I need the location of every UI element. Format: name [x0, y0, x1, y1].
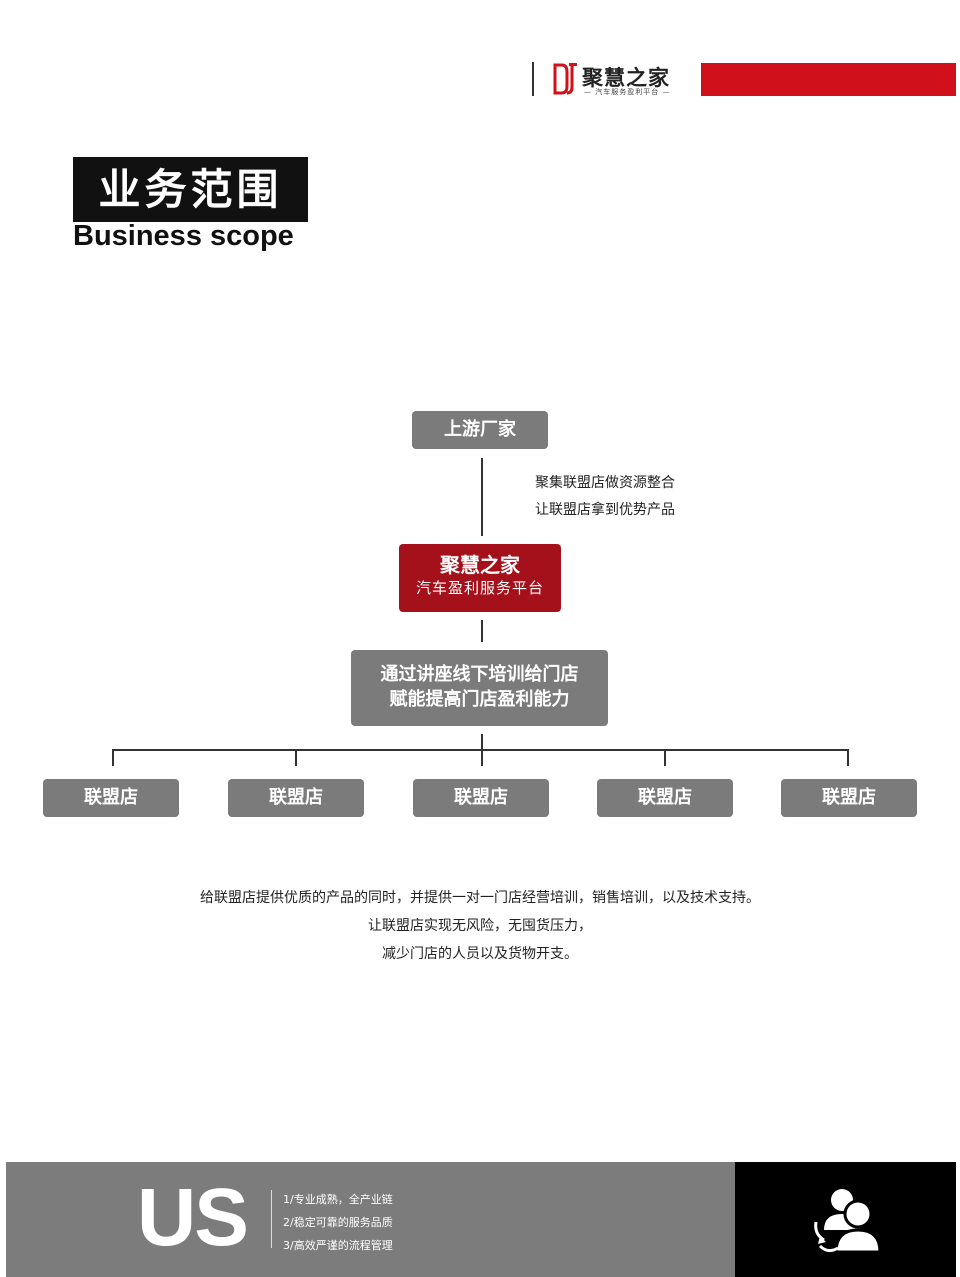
platform-node: 聚慧之家 汽车盈利服务平台 — [399, 544, 561, 612]
section-title-en: Business scope — [73, 220, 294, 252]
connector-middle — [481, 620, 483, 642]
footer-item: 3/高效严谨的流程管理 — [283, 1239, 393, 1252]
footer-gray-panel — [6, 1162, 735, 1277]
header-divider — [532, 62, 534, 96]
platform-title: 聚慧之家 — [440, 553, 520, 577]
note-line: 聚集联盟店做资源整合 — [535, 475, 675, 491]
platform-subtitle: 汽车盈利服务平台 — [415, 579, 544, 597]
connector-drop — [295, 749, 297, 766]
footer-item: 2/稳定可靠的服务品质 — [283, 1216, 393, 1229]
connector-down — [481, 734, 483, 750]
training-node: 通过讲座线下培训给门店 赋能提高门店盈利能力 — [351, 650, 608, 726]
connector-drop — [481, 749, 483, 766]
section-title-cn: 业务范围 — [98, 165, 283, 214]
store-node: 联盟店 — [43, 779, 179, 817]
connector-drop — [664, 749, 666, 766]
store-node: 联盟店 — [781, 779, 917, 817]
footer-us-text: US — [137, 1172, 249, 1263]
training-line: 通过讲座线下培训给门店 — [380, 664, 579, 685]
title-background — [73, 157, 308, 222]
store-node: 联盟店 — [597, 779, 733, 817]
brand-name: 聚慧之家 — [582, 66, 670, 90]
footer-separator — [271, 1190, 272, 1248]
description-line: 给联盟店提供优质的产品的同时，并提供一对一门店经营培训，销售培训，以及技术支持。 — [200, 890, 760, 906]
connector-drop — [847, 749, 849, 766]
brand-subtitle: — 汽车服务盈利平台 — — [584, 88, 671, 96]
users-icon — [814, 1189, 882, 1254]
connector-horizontal — [112, 749, 849, 751]
connector-top — [481, 458, 483, 536]
footer-item: 1/专业成熟，全产业链 — [283, 1193, 393, 1206]
brand-logo-icon — [553, 63, 579, 95]
header-accent-bar — [701, 63, 956, 96]
note-line: 让联盟店拿到优势产品 — [535, 502, 675, 518]
upstream-node: 上游厂家 — [412, 411, 548, 449]
store-node: 联盟店 — [413, 779, 549, 817]
store-node: 联盟店 — [228, 779, 364, 817]
connector-drop — [112, 749, 114, 766]
description-line: 让联盟店实现无风险，无囤货压力， — [368, 918, 592, 934]
training-line: 赋能提高门店盈利能力 — [389, 689, 570, 710]
description-line: 减少门店的人员以及货物开支。 — [382, 946, 578, 962]
